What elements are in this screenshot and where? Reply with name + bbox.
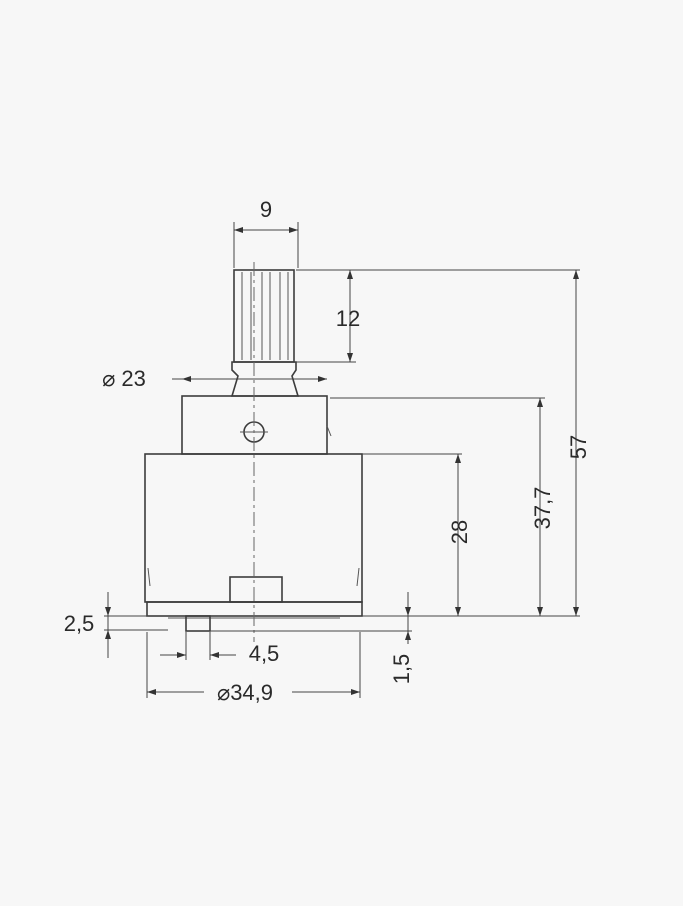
- body-side-tick-left: [147, 567, 151, 587]
- label-pin-height: 1,5: [389, 654, 414, 685]
- label-total-height: 57: [566, 435, 591, 459]
- label-body-diameter: ⌀34,9: [217, 680, 273, 705]
- stem: [233, 269, 295, 363]
- label-stem-height: 12: [336, 306, 360, 331]
- label-upper-height: 37,7: [530, 487, 555, 530]
- label-base-offset: 2,5: [64, 611, 95, 636]
- arrowhead: [210, 652, 219, 658]
- neck-side-tick: [326, 425, 332, 437]
- label-neck-diameter: ⌀ 23: [102, 366, 146, 391]
- body-side-tick-right: [356, 567, 360, 587]
- label-stem-width: 9: [260, 197, 272, 222]
- arrowhead: [147, 689, 156, 695]
- arrowhead: [455, 607, 461, 616]
- arrowhead: [537, 607, 543, 616]
- arrowhead: [405, 607, 411, 616]
- arrowhead: [405, 631, 411, 640]
- arrowhead: [105, 607, 111, 616]
- arrowhead: [455, 454, 461, 463]
- dimension-lines: [105, 227, 579, 695]
- arrowhead: [318, 376, 327, 382]
- label-body-height: 28: [447, 520, 472, 544]
- arrowhead: [347, 270, 353, 279]
- arrowhead: [105, 630, 111, 639]
- dimension-labels: 9 12 ⌀ 23 57 37,7 28 2,5 4,5 1,5 ⌀34,9: [64, 197, 591, 705]
- body: [144, 453, 363, 603]
- arrowhead: [537, 398, 543, 407]
- arrowhead: [573, 270, 579, 279]
- arrowhead: [289, 227, 298, 233]
- arrowhead: [347, 353, 353, 362]
- arrowhead: [234, 227, 243, 233]
- cartridge-outline: [144, 262, 363, 642]
- arrowhead: [177, 652, 186, 658]
- extension-lines: [104, 222, 580, 698]
- arrowhead: [351, 689, 360, 695]
- label-pin-width: 4,5: [249, 641, 280, 666]
- arrowhead: [182, 376, 191, 382]
- locating-pin: [185, 615, 211, 632]
- arrowhead: [573, 607, 579, 616]
- body-slot: [229, 576, 283, 603]
